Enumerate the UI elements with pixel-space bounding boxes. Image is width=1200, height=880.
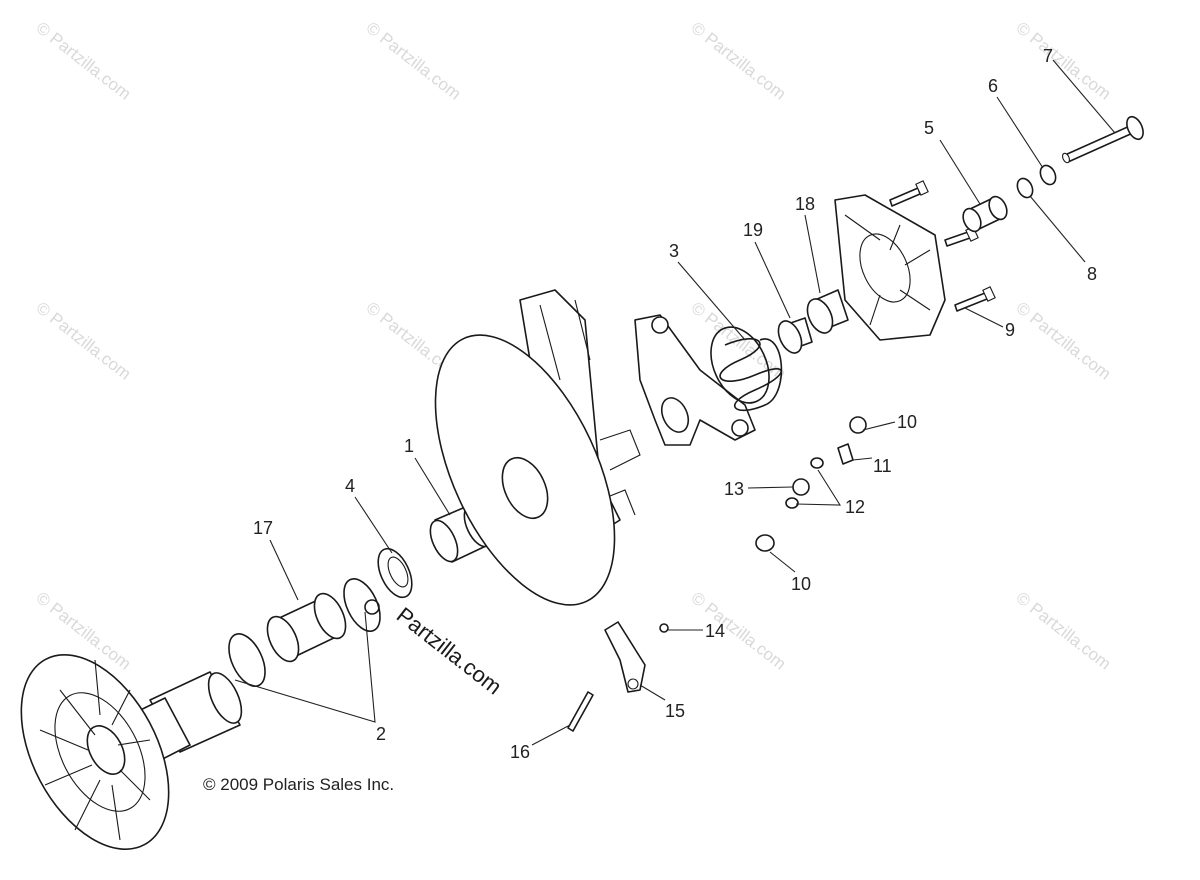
callout-7: 7: [1043, 46, 1053, 66]
spacer: [962, 195, 1008, 233]
watermark-text: © Partzilla.com: [363, 18, 465, 104]
callout-15: 15: [665, 701, 685, 721]
watermark-text: © Partzilla.com: [688, 588, 790, 674]
spring: [710, 326, 783, 412]
callout-17: 17: [253, 518, 273, 538]
callout-6: 6: [988, 76, 998, 96]
bushing-18: [806, 289, 849, 334]
bolts: [889, 180, 996, 312]
copyright-notice: © 2009 Polaris Sales Inc.: [203, 775, 394, 794]
callout-10-lower: 10: [791, 574, 811, 594]
callout-3: 3: [669, 241, 679, 261]
callout-8: 8: [1087, 264, 1097, 284]
watermark-text: © Partzilla.com: [33, 18, 135, 104]
snap-rings: [228, 578, 381, 687]
moveable-sheave: [434, 289, 641, 606]
callout-1: 1: [404, 436, 414, 456]
callout-13: 13: [724, 479, 744, 499]
callout-14: 14: [705, 621, 725, 641]
callout-10-upper: 10: [897, 412, 917, 432]
spider: [634, 314, 756, 446]
watermark-text: © Partzilla.com: [1013, 18, 1115, 104]
cover-plate: [834, 194, 946, 341]
watermark-text: © Partzilla.com: [33, 298, 135, 384]
washers: [1016, 164, 1057, 199]
callout-18: 18: [795, 194, 815, 214]
sleeve-bushing: [266, 592, 347, 663]
callout-11: 11: [873, 456, 892, 476]
center-watermark: Partzilla.com: [392, 602, 507, 699]
callout-labels: 1 2 3 4 5 6 7 8 9 10 10 11 12 13 14 15 1…: [253, 46, 1097, 762]
leader-lines: [234, 59, 1116, 746]
ring-19: [777, 317, 813, 354]
callout-9: 9: [1005, 320, 1015, 340]
watermark-text: © Partzilla.com: [1013, 588, 1115, 674]
watermark-text: © Partzilla.com: [1013, 298, 1115, 384]
callout-2: 2: [376, 724, 386, 744]
watermark-text: © Partzilla.com: [688, 18, 790, 104]
fan-sheave-assembly: [20, 654, 243, 850]
pin: [1062, 115, 1144, 164]
callout-4: 4: [345, 476, 355, 496]
small-parts: [567, 416, 867, 732]
callout-5: 5: [924, 118, 934, 138]
callout-19: 19: [743, 220, 763, 240]
callout-16: 16: [510, 742, 530, 762]
seal: [377, 547, 413, 599]
callout-12: 12: [845, 497, 865, 517]
